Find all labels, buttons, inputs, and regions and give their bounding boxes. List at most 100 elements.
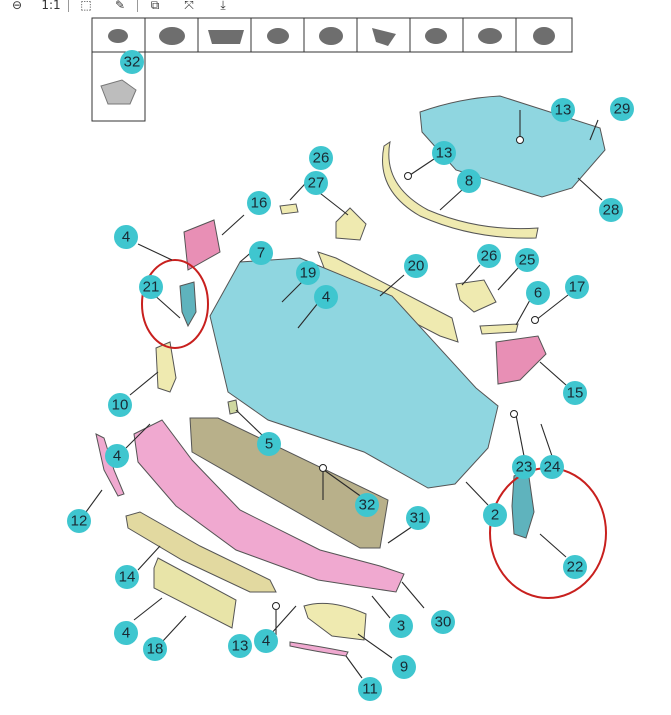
svg-text:4: 4	[322, 289, 330, 306]
callout-2: 2	[483, 503, 507, 527]
callout-17: 17	[565, 275, 589, 299]
svg-text:4: 4	[122, 229, 130, 246]
svg-text:13: 13	[436, 145, 453, 162]
svg-text:4: 4	[262, 633, 270, 650]
download-icon[interactable]: ⤓	[220, 0, 226, 12]
callout-9: 9	[392, 655, 416, 679]
toolbar-divider	[137, 0, 138, 12]
part-16-bracket	[183, 219, 221, 271]
callout-26: 26	[309, 146, 333, 170]
part-26-clip	[279, 203, 299, 215]
svg-text:2: 2	[491, 507, 499, 524]
svg-text:17: 17	[569, 279, 586, 296]
svg-text:19: 19	[300, 265, 317, 282]
svg-text:21: 21	[143, 279, 160, 296]
svg-text:5: 5	[265, 436, 273, 453]
svg-text:13: 13	[555, 102, 572, 119]
part-1-front-bumper	[209, 257, 499, 489]
callout-12: 12	[67, 509, 91, 533]
thumbnail-callout-32: 32	[120, 50, 144, 74]
leader-lines	[85, 110, 603, 679]
callout-30: 30	[431, 610, 455, 634]
callout-32: 32	[355, 493, 379, 517]
svg-text:7: 7	[257, 245, 265, 262]
svg-text:6: 6	[534, 285, 542, 302]
callout-5: 5	[257, 432, 281, 456]
callout-7: 7	[249, 241, 273, 265]
callout-13: 13	[228, 634, 252, 658]
part-6-clip	[479, 323, 519, 335]
svg-text:11: 11	[362, 681, 378, 698]
svg-text:26: 26	[481, 248, 498, 265]
toolbar-divider	[68, 0, 69, 12]
part-11-trim	[289, 641, 349, 657]
callout-15: 15	[563, 381, 587, 405]
svg-text:26: 26	[313, 150, 330, 167]
callout-14: 14	[115, 565, 139, 589]
svg-text:15: 15	[567, 385, 584, 402]
callout-4: 4	[314, 285, 338, 309]
callout-23: 23	[512, 455, 536, 479]
callout-8: 8	[457, 169, 481, 193]
svg-text:9: 9	[400, 659, 408, 676]
svg-text:13: 13	[232, 638, 249, 655]
svg-text:3: 3	[397, 618, 405, 635]
crop-icon[interactable]: ⬚	[80, 0, 92, 12]
parts-thumbnail-grid	[91, 17, 573, 122]
part-18-plate-holder	[153, 557, 237, 629]
callout-20: 20	[404, 254, 428, 278]
callout-24: 24	[540, 455, 564, 479]
image-viewer-toolbar: ⊖ 1:1 ⬚ ✎ ⧉ ⤧ ⤓	[0, 0, 240, 14]
edit-icon[interactable]: ✎	[114, 0, 126, 12]
svg-text:20: 20	[408, 258, 425, 275]
part-10-bracket	[155, 341, 177, 393]
svg-text:4: 4	[122, 625, 130, 642]
svg-text:32: 32	[124, 54, 141, 71]
part-3-lower-trim	[133, 419, 405, 593]
svg-text:30: 30	[435, 614, 452, 631]
part-25-bracket	[455, 279, 497, 313]
callout-4: 4	[105, 444, 129, 468]
callout-27: 27	[304, 171, 328, 195]
callout-3: 3	[389, 614, 413, 638]
part-27-bracket	[335, 207, 367, 241]
callout-26: 26	[477, 244, 501, 268]
callout-31: 31	[406, 506, 430, 530]
svg-text:8: 8	[465, 173, 473, 190]
part-31-grille	[189, 417, 389, 549]
callout-28: 28	[599, 198, 623, 222]
callout-21: 21	[139, 275, 163, 299]
callout-4: 4	[254, 629, 278, 653]
callout-25: 25	[515, 248, 539, 272]
fit-screen-icon[interactable]: ⤧	[184, 0, 194, 12]
callout-11: 11	[358, 677, 382, 701]
actual-size-icon[interactable]: 1:1	[41, 0, 61, 12]
callouts: 32 13 29 13 8 28 26 27 16 4 7 21 19 4 20…	[67, 50, 634, 701]
svg-text:12: 12	[71, 513, 88, 530]
callout-6: 6	[526, 281, 550, 305]
copy-icon[interactable]: ⧉	[150, 0, 160, 12]
highlight-ring-left	[141, 259, 209, 349]
callout-4: 4	[114, 621, 138, 645]
svg-text:14: 14	[119, 569, 136, 586]
svg-text:28: 28	[603, 202, 620, 219]
callout-10: 10	[108, 393, 132, 417]
svg-text:29: 29	[614, 101, 631, 118]
callout-19: 19	[296, 261, 320, 285]
svg-text:16: 16	[251, 195, 268, 212]
part-shapes	[95, 95, 606, 657]
callout-13: 13	[551, 98, 575, 122]
svg-text:18: 18	[147, 641, 164, 658]
part-9-fog-bezel	[303, 602, 367, 641]
svg-text:4: 4	[113, 448, 121, 465]
svg-text:22: 22	[567, 559, 584, 576]
svg-text:24: 24	[544, 459, 561, 476]
zoom-out-icon[interactable]: ⊖	[11, 0, 23, 12]
svg-text:23: 23	[516, 459, 533, 476]
callout-29: 29	[610, 97, 634, 121]
svg-text:27: 27	[308, 175, 325, 192]
highlight-ring-right	[489, 467, 607, 599]
callout-16: 16	[247, 191, 271, 215]
svg-text:31: 31	[410, 510, 427, 527]
part-5-clip	[227, 399, 239, 415]
